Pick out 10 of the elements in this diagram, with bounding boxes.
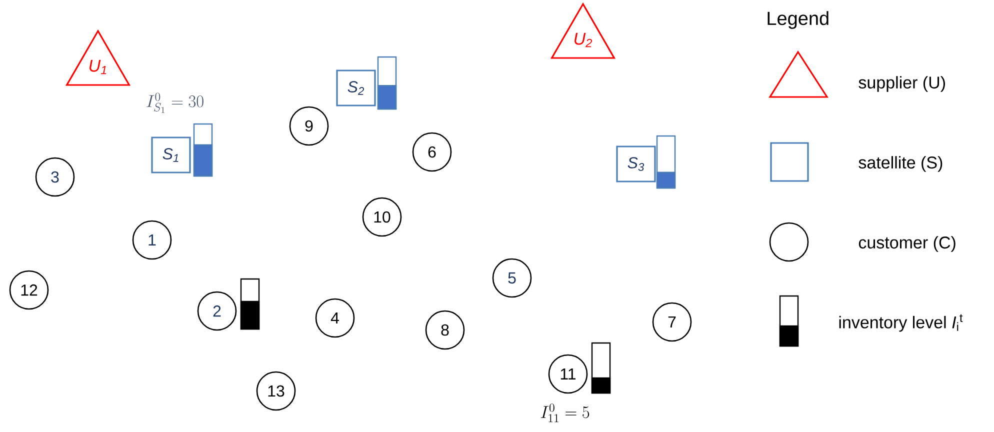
inventory-formula: $I_{11}^{0} = 5$ bbox=[540, 404, 590, 422]
legend-text: customer (C) bbox=[858, 236, 956, 252]
legend-text: supplier (U) bbox=[858, 76, 945, 92]
inventory-formula: $I_{S_1}^{0} = 30$ bbox=[146, 92, 204, 114]
satellite-box: S$_{1}$ bbox=[151, 136, 191, 174]
satellite-box: S$_{2}$ bbox=[336, 70, 376, 106]
legend-text: satellite (S) bbox=[858, 156, 942, 172]
legend-text: inventory level I$_{i}$t bbox=[839, 314, 963, 332]
legend-title: Legend bbox=[768, 11, 828, 29]
satellite-box: S$_{3}$ bbox=[616, 146, 656, 182]
